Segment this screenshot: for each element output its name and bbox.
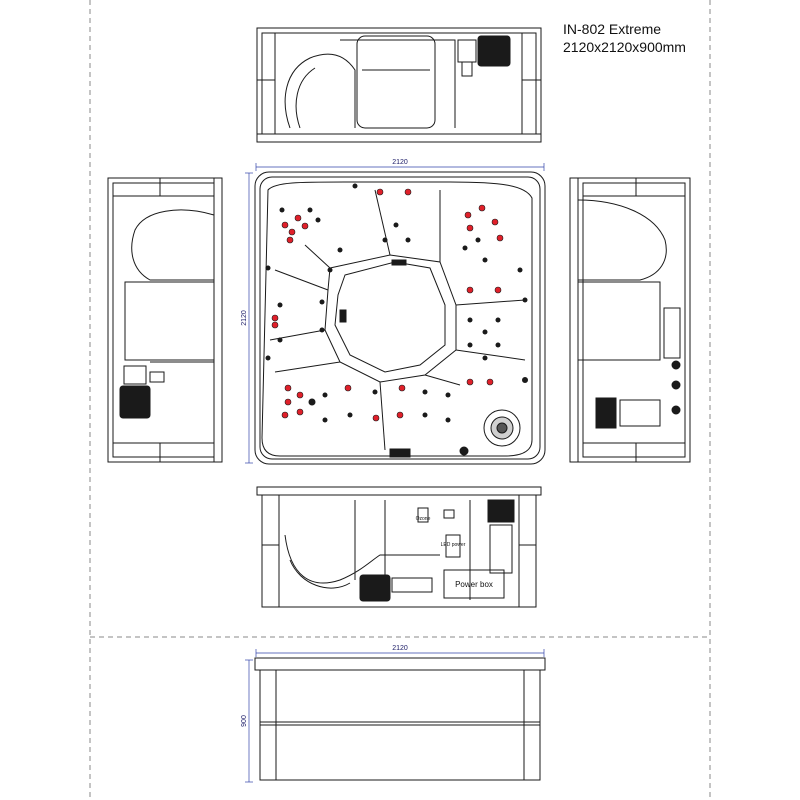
left-elevation-view	[107, 177, 223, 463]
side-profile-view	[254, 657, 546, 781]
model-name: IN-802 Extreme	[563, 21, 662, 37]
page-frame	[89, 0, 711, 800]
side-dimension-height	[245, 659, 253, 783]
power-box-label: Power box	[455, 580, 493, 589]
title-block: IN-802 Extreme 2120x2120x900mm	[563, 20, 686, 56]
front-elevation-view	[256, 486, 542, 608]
plan-dimension-width	[255, 163, 545, 171]
control-panel	[389, 448, 411, 458]
pump-assembly-front	[359, 574, 433, 602]
side-height-label: 900	[241, 715, 248, 727]
side-dimension-width	[255, 649, 545, 657]
side-width-label: 2120	[392, 645, 408, 652]
footwell	[334, 261, 446, 373]
top-elevation-view	[256, 27, 542, 143]
plan-dimension-depth	[245, 172, 253, 464]
led-power-label: LED power	[441, 542, 466, 548]
plan-view	[254, 171, 546, 465]
ozone-label: Ozone	[416, 516, 431, 522]
jets-red	[271, 188, 504, 422]
right-elevation-view	[569, 177, 691, 463]
pump-assembly-left	[119, 365, 165, 419]
jets-black	[265, 183, 528, 423]
plan-width-label: 2120	[392, 159, 408, 166]
model-dimensions: 2120x2120x900mm	[563, 39, 686, 55]
plan-depth-label: 2120	[241, 310, 248, 326]
pump-assembly-top	[457, 35, 511, 77]
whirlpool-jet	[483, 409, 521, 447]
